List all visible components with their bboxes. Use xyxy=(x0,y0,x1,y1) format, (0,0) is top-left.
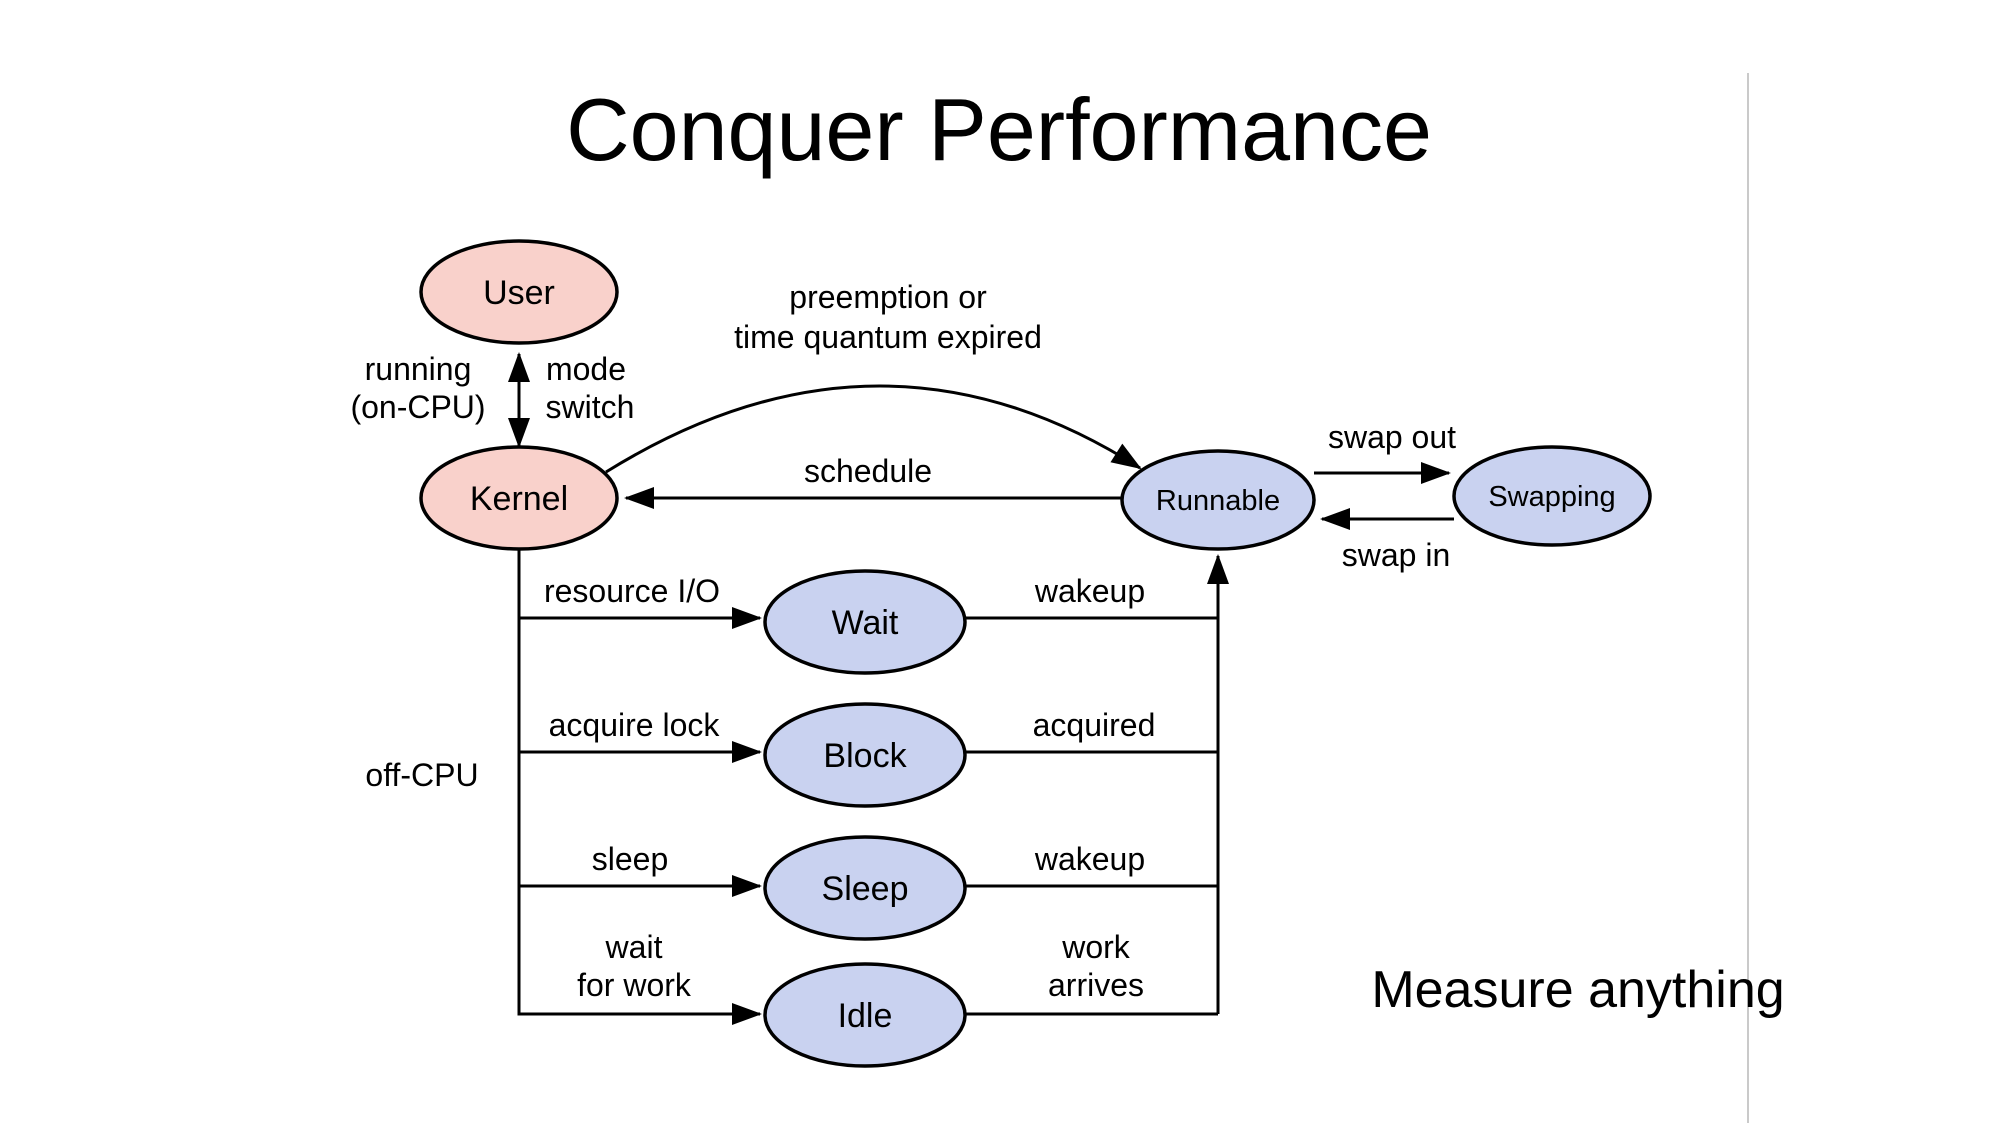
label-off-cpu: off-CPU xyxy=(365,757,478,793)
label-work-line2: arrives xyxy=(1048,967,1144,1003)
node-user-ellipse xyxy=(419,239,619,345)
node-runnable-ellipse xyxy=(1120,449,1316,551)
label-wait-line2: for work xyxy=(577,967,692,1003)
label-schedule: schedule xyxy=(804,453,932,489)
label-wait-line1: wait xyxy=(605,929,663,965)
label-on-cpu: (on-CPU) xyxy=(350,389,485,425)
node-sleep: Sleep xyxy=(763,835,967,941)
node-wait-label: Wait xyxy=(832,604,899,642)
node-swapping-label: Swapping xyxy=(1488,481,1615,513)
node-swapping: Swapping xyxy=(1452,445,1652,547)
label-sleep: sleep xyxy=(592,841,669,877)
label-acquire-lock: acquire lock xyxy=(549,707,721,743)
node-block-label: Block xyxy=(823,737,907,775)
label-mode: mode xyxy=(546,351,626,387)
node-wait-ellipse xyxy=(763,569,967,675)
node-user: User xyxy=(419,239,619,345)
slide-title: Conquer Performance xyxy=(566,80,1432,179)
node-runnable-label: Runnable xyxy=(1156,485,1280,517)
node-kernel-ellipse xyxy=(419,445,619,551)
node-kernel: Kernel xyxy=(419,445,619,551)
node-block-ellipse xyxy=(763,702,967,808)
node-idle-ellipse xyxy=(763,962,967,1068)
node-block: Block xyxy=(763,702,967,808)
label-running: running xyxy=(365,351,472,387)
label-swap-out: swap out xyxy=(1328,419,1456,455)
node-swapping-ellipse xyxy=(1452,445,1652,547)
label-preemption-line2: time quantum expired xyxy=(734,319,1042,355)
node-idle: Idle xyxy=(763,962,967,1068)
edge-kernel-offcpu-line xyxy=(517,549,762,1025)
label-resource-io: resource I/O xyxy=(544,573,720,609)
label-work-line1: work xyxy=(1061,929,1131,965)
node-runnable: Runnable xyxy=(1120,449,1316,551)
node-idle-label: Idle xyxy=(838,997,893,1035)
label-wakeup-wait: wakeup xyxy=(1034,573,1145,609)
label-switch: switch xyxy=(546,389,635,425)
label-wakeup-sleep: wakeup xyxy=(1034,841,1145,877)
node-sleep-label: Sleep xyxy=(822,870,909,908)
edge-preemption-arrow xyxy=(605,384,1142,474)
measure-anything-annotation: Measure anything xyxy=(1371,961,1784,1019)
label-acquired: acquired xyxy=(1033,707,1156,743)
node-sleep-ellipse xyxy=(763,835,967,941)
label-swap-in: swap in xyxy=(1342,537,1451,573)
node-kernel-label: Kernel xyxy=(470,480,568,518)
node-user-label: User xyxy=(483,274,555,312)
node-wait: Wait xyxy=(763,569,967,675)
label-preemption-line1: preemption or xyxy=(789,279,987,315)
